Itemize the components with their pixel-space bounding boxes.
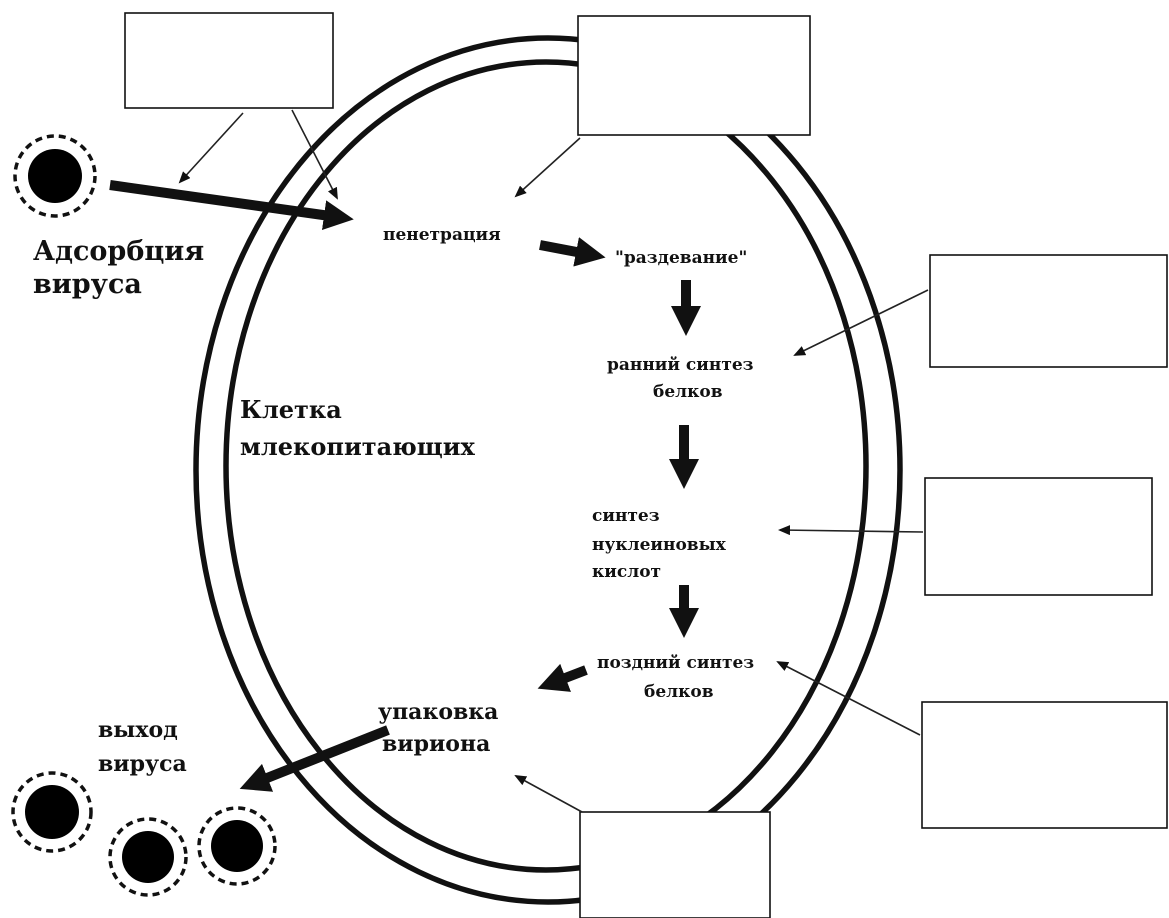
label-nucleic-line3: кислот (592, 562, 661, 582)
pointer-arrow-box3 (793, 289, 929, 356)
pointer-arrow-box4 (778, 525, 924, 536)
label-cell-line2: млекопитающих (240, 432, 476, 461)
answer-box-4[interactable] (924, 477, 1153, 596)
label-nucleic-line2: нуклеиновых (592, 535, 727, 555)
pointer-arrow-box2 (514, 137, 581, 198)
label-packaging-line2: вириона (382, 731, 490, 757)
pointer-arrow-box1-left (178, 112, 244, 184)
arrow-penetration-to-uncoating (539, 237, 606, 267)
label-packaging-line1: упаковка (378, 699, 498, 725)
label-late-synthesis-line2: белков (644, 682, 714, 702)
process-arrows (109, 180, 701, 792)
label-exit-line1: выход (98, 717, 178, 743)
label-cell-line1: Клетка (240, 395, 342, 424)
pointer-arrow-box1-right (291, 109, 338, 200)
answer-boxes (124, 12, 1168, 918)
label-nucleic-line1: синтез (592, 506, 660, 526)
label-exit-line2: вируса (98, 751, 187, 777)
label-early-synthesis-line1: ранний синтез (607, 355, 754, 375)
cell-membrane (193, 35, 903, 905)
answer-box-6[interactable] (579, 811, 771, 918)
arrow-adsorption-to-penetration (109, 180, 354, 231)
virus-particle-exit-1 (11, 771, 93, 853)
label-uncoating: "раздевание" (615, 248, 747, 268)
answer-box-2[interactable] (577, 15, 811, 136)
pointer-arrow-box6 (514, 775, 583, 813)
arrow-late-to-packaging (537, 663, 588, 692)
pointer-arrow-box5 (776, 661, 921, 736)
pointer-arrows (178, 109, 929, 813)
diagram-labels: Адсорбция вируса пенетрация "раздевание"… (33, 225, 754, 777)
virus-particle-adsorbing (13, 134, 97, 218)
arrow-packaging-to-exit (239, 725, 390, 792)
answer-box-3[interactable] (929, 254, 1168, 368)
virus-particle-exit-2 (108, 817, 188, 897)
label-adsorption-line2: вируса (33, 269, 142, 300)
virus-particle-exit-3 (197, 806, 277, 886)
answer-box-1[interactable] (124, 12, 334, 109)
label-penetration: пенетрация (383, 225, 501, 245)
answer-box-5[interactable] (921, 701, 1168, 829)
virus-particles (11, 134, 277, 897)
label-adsorption-line1: Адсорбция (33, 236, 204, 267)
label-early-synthesis-line2: белков (653, 382, 723, 402)
label-late-synthesis-line1: поздний синтез (597, 653, 754, 673)
